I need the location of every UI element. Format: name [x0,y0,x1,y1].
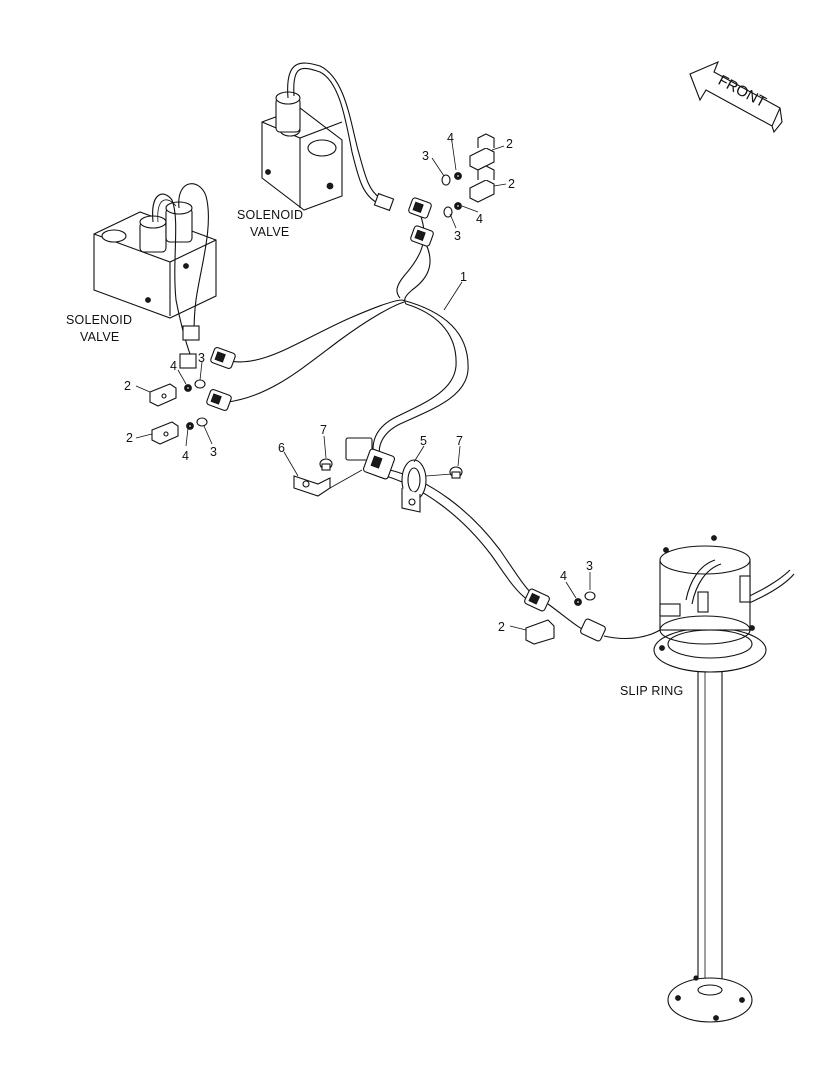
left-solenoid-valve: SOLENOID VALVE [66,183,217,369]
callout-5: 5 [420,434,427,448]
bolt-washer-left-2 [186,417,208,430]
callout-4-left-1: 4 [170,359,177,373]
callout-1: 1 [460,270,467,284]
bolt-washer-slip-ring [574,591,596,606]
front-arrow-icon: FRONT [689,60,783,134]
bracket-2-left-2 [151,421,179,445]
callout-4-left-2: 4 [182,449,189,463]
connector-slip-ring [524,588,550,612]
bolt-7-left [319,458,333,471]
bolt-washer-upper-1 [441,172,462,186]
bolt-washer-left-1 [184,379,206,392]
slip-ring-label: SLIP RING [620,684,683,698]
harness-clamp [401,459,453,513]
bracket-2-upper-1 [469,133,495,171]
callout-3-left-2: 3 [210,445,217,459]
leader-lines [135,141,591,631]
callout-2-upper-2: 2 [508,177,515,191]
upper-solenoid-valve: SOLENOID VALVE [237,62,395,239]
upper-solenoid-valve-label-line2: VALVE [250,225,289,239]
callout-4-upper-1: 4 [447,131,454,145]
callout-4-upper-2: 4 [476,212,483,226]
connector-left-2 [206,389,232,411]
connector-upper-1 [408,197,432,219]
bolt-washer-upper-2 [443,202,462,218]
callout-2-slip-ring: 2 [498,620,505,634]
callout-numbers: 1 2 2 2 2 2 3 3 3 3 3 4 4 4 4 4 5 6 7 7 [124,131,593,634]
callout-3-left-1: 3 [198,351,205,365]
callout-7-left: 7 [320,423,327,437]
callout-2-upper-1: 2 [506,137,513,151]
callout-4-slip-ring: 4 [560,569,567,583]
callout-6: 6 [278,441,285,455]
slip-ring-assembly: SLIP RING [547,535,795,1023]
bracket-2-left-1 [149,383,177,407]
connector-upper-2 [410,225,434,247]
bracket-6 [293,469,363,497]
bracket-2-slip-ring [525,619,555,645]
connector-middle [345,437,396,480]
connector-left-1 [210,347,236,369]
upper-solenoid-valve-label-line1: SOLENOID [237,208,303,222]
left-solenoid-valve-label-line2: VALVE [80,330,119,344]
callout-3-upper-2: 3 [454,229,461,243]
callout-7-right: 7 [456,434,463,448]
left-solenoid-valve-label-line1: SOLENOID [66,313,132,327]
callout-3-upper-1: 3 [422,149,429,163]
callout-2-left-1: 2 [124,379,131,393]
callout-3-slip-ring: 3 [586,559,593,573]
wire-harness [225,213,535,601]
bracket-2-upper-2 [469,165,495,203]
callout-2-left-2: 2 [126,431,133,445]
bolt-7-right [449,466,463,479]
